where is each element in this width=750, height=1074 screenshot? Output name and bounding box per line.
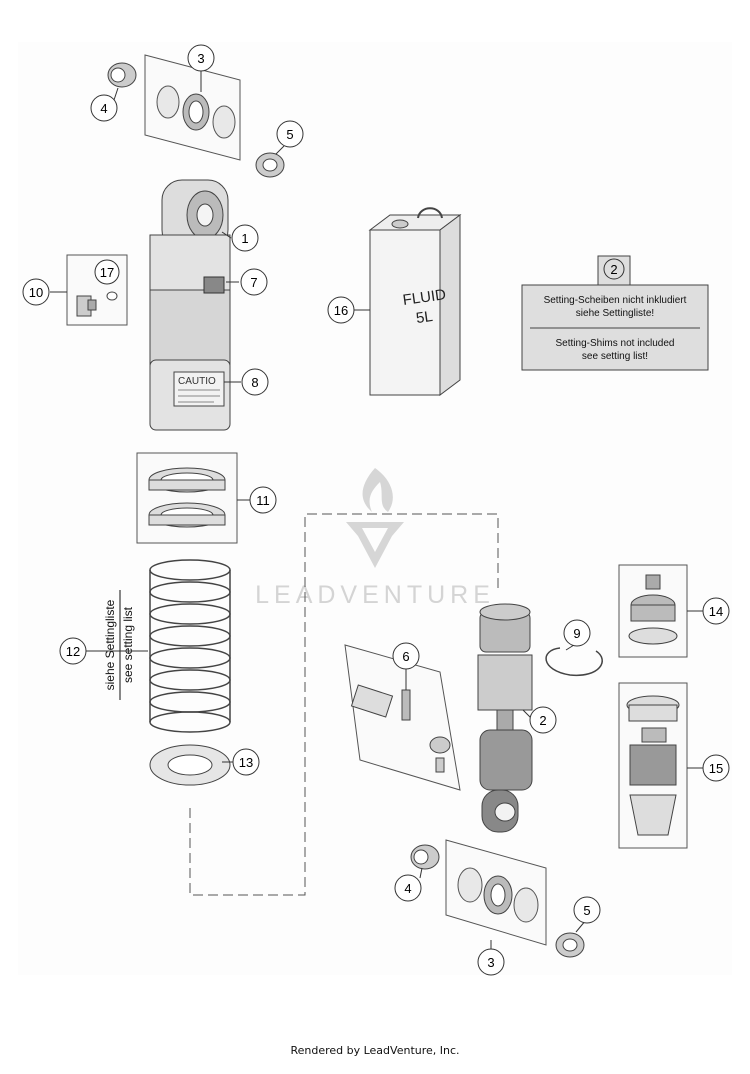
callout-10: 10 [22,278,50,306]
leader-lines [50,71,703,950]
callout-4-bottom: 4 [394,874,422,902]
svg-text:15: 15 [709,761,723,776]
callout-12: 12 [59,637,87,665]
piston-assembly [618,682,688,849]
bearing-kit-top [107,54,285,178]
note-en-line1: Setting-Shims not included [556,338,675,349]
callout-16: 16 [327,296,355,324]
svg-text:14: 14 [709,604,723,619]
assembly-dashed-line [189,513,499,896]
can-label-line2: 5L [415,308,434,327]
can-label-line1: FLUID [402,286,447,309]
callout-9: 9 [563,619,591,647]
circlip [545,647,603,677]
caution-label: CAUTIO [178,376,216,387]
callout-1: 1 [231,224,259,252]
compression-adjuster [618,564,688,658]
spring-retainer-nuts [136,452,238,544]
callout-15: 15 [702,754,730,782]
note-de-line1: Setting-Scheiben nicht inkludiert [544,295,687,306]
svg-text:5: 5 [583,903,590,918]
callout-14: 14 [702,597,730,625]
svg-text:3: 3 [197,51,204,66]
shock-absorber-body: CAUTIO [149,179,231,431]
callout-7: 7 [240,268,268,296]
callout-8: 8 [241,368,269,396]
svg-text:13: 13 [239,755,253,770]
callout-3-top: 3 [187,44,215,72]
callout-2-rod: 2 [529,706,557,734]
callout-3-bottom: 3 [477,948,505,976]
callout-5-top: 5 [276,120,304,148]
spring-seat [149,744,231,786]
note-de-line2: siehe Settingliste! [576,308,654,319]
piston-rod-assembly [477,603,533,833]
seal-kit [344,644,461,791]
svg-text:2: 2 [539,713,546,728]
note-en-line2: see setting list! [582,351,648,362]
callout-17: 17 [94,259,120,285]
spring-label-de: siehe Settingliste [103,599,117,690]
bearing-kit-bottom [410,839,585,958]
svg-text:8: 8 [251,375,258,390]
svg-text:10: 10 [29,285,43,300]
svg-text:9: 9 [573,626,580,641]
svg-text:2: 2 [610,262,617,277]
svg-text:11: 11 [256,493,270,508]
leadventure-watermark: LEADVENTURE [255,468,495,609]
svg-text:12: 12 [66,644,80,659]
svg-text:6: 6 [402,649,409,664]
svg-text:4: 4 [100,101,107,116]
callout-6: 6 [392,642,420,670]
callout-5-bottom: 5 [573,896,601,924]
callout-11: 11 [249,486,277,514]
watermark-text: LEADVENTURE [255,581,495,609]
svg-text:7: 7 [250,275,257,290]
svg-text:1: 1 [241,231,248,246]
setting-shims-note: Setting-Scheiben nicht inkludiert siehe … [521,255,709,371]
spring-label-en: see setting list [121,606,135,683]
callout-4-top: 4 [90,94,118,122]
footer-credit: Rendered by LeadVenture, Inc. [290,1044,460,1057]
coil-spring [149,559,231,733]
fluid-can: FLUID 5L [368,207,462,396]
svg-text:4: 4 [404,881,411,896]
svg-text:16: 16 [334,303,348,318]
svg-text:17: 17 [100,265,114,280]
svg-text:3: 3 [487,955,494,970]
callout-2-note: 2 [603,258,625,280]
svg-text:5: 5 [286,127,293,142]
callout-13: 13 [232,748,260,776]
